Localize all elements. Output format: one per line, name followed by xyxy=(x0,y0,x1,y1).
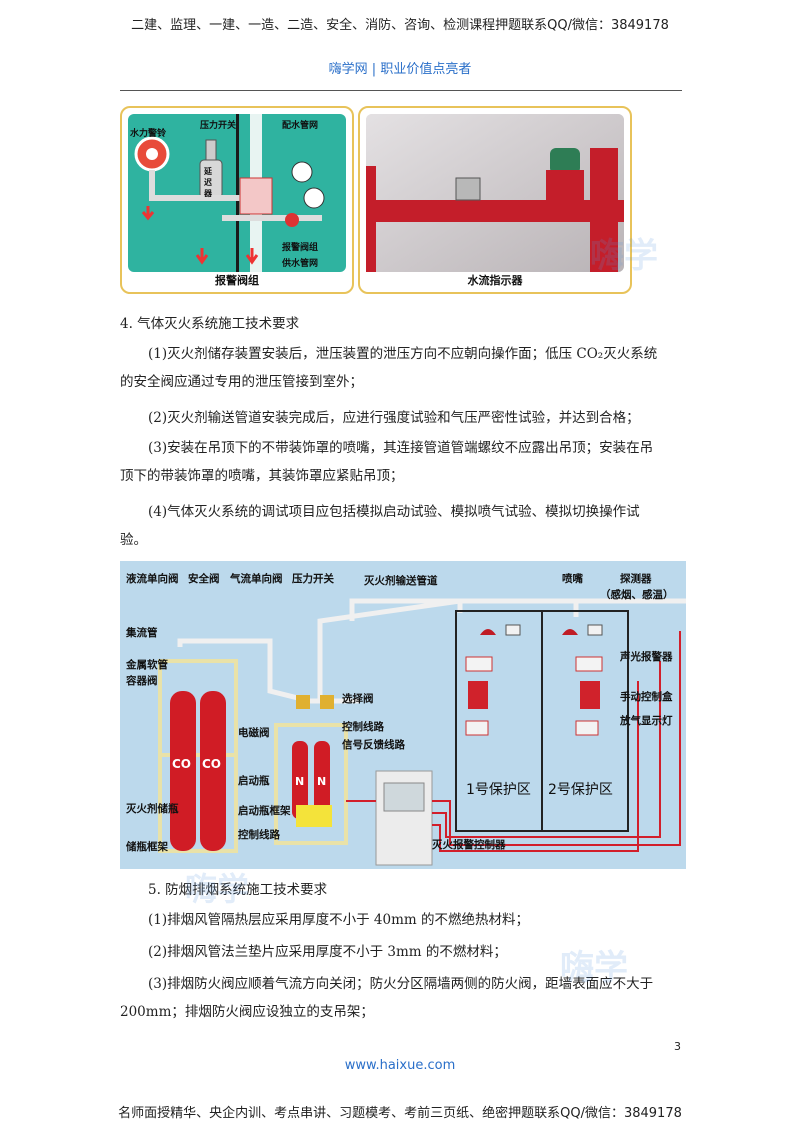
label-bell: 水力警铃 xyxy=(130,129,167,139)
alarm-valve-caption: 报警阀组 xyxy=(215,274,259,287)
water-flow-photo xyxy=(366,114,624,272)
n2-mark-1: N xyxy=(295,775,305,788)
alarm-valve-figure: 水力警铃 压力开关 配水管网 延迟器 报警阀组 供水管网 报警阀组 xyxy=(120,106,354,294)
page-number: 3 xyxy=(674,1040,681,1053)
gas-system-diagram: 液流单向阀 安全阀 气流单向阀 压力开关 灭火剂输送管道 喷嘴 探测器 （感烟、… xyxy=(120,561,686,869)
top-banner: 二建、监理、一建、一造、二造、安全、消防、咨询、检测课程押题联系QQ/微信：38… xyxy=(131,18,669,33)
section4-item4-line1: (4)气体灭火系统的调试项目应包括模拟启动试验、模拟喷气试验、模拟切换操作试 xyxy=(148,504,640,520)
zone-1-label: 1号保护区 xyxy=(466,782,531,798)
section4-item1-line2: 的安全阀应通过专用的泄压管接到室外； xyxy=(120,374,363,390)
label-liquid-check-valve: 液流单向阀 xyxy=(126,573,179,585)
section4-item1-line1: (1)灭火剂储存装置安装后，泄压装置的泄压方向不应朝向操作面；低压 CO₂灭火系… xyxy=(148,346,658,362)
label-alarm: 声光报警器 xyxy=(620,651,673,663)
label-detector: 探测器 xyxy=(620,573,652,585)
label-manual-box: 手动控制盒 xyxy=(620,691,673,703)
label-container-valve: 容器阀 xyxy=(126,675,158,687)
section4-item4-line2: 验。 xyxy=(120,532,147,548)
water-flow-caption: 水流指示器 xyxy=(467,274,523,287)
label-agent-pipe: 灭火剂输送管道 xyxy=(364,575,438,587)
section4-item3-line2: 顶下的带装饰罩的喷嘴，其装饰罩应紧贴吊顶； xyxy=(120,468,404,484)
label-storage-rack: 储瓶框架 xyxy=(126,841,168,853)
label-starter-bottle: 启动瓶 xyxy=(238,775,270,787)
bottom-banner: 名师面授精华、央企内训、考点串讲、习题模考、考前三页纸、绝密押题联系QQ/微信：… xyxy=(118,1106,682,1121)
section5-item3-line2: 200mm；排烟防火阀应设独立的支吊架； xyxy=(120,1004,374,1020)
zone-2-label: 2号保护区 xyxy=(548,782,613,798)
label-supply-top: 配水管网 xyxy=(282,121,319,131)
section4-item4: (4)气体灭火系统的调试项目应包括模拟启动试验、模拟喷气试验、模拟切换操作试 验… xyxy=(120,498,685,554)
label-manifold: 集流管 xyxy=(126,627,158,639)
site-url[interactable]: www.haixue.com xyxy=(344,1058,456,1073)
header-divider xyxy=(120,90,682,91)
label-valve-group: 报警阀组 xyxy=(282,243,319,253)
brand-slogan: 嗨学网 | 职业价值点亮者 xyxy=(328,62,472,77)
section5-item2-text: (2)排烟风管法兰垫片应采用厚度不小于 3mm 的不燃材料； xyxy=(148,944,507,960)
label-solenoid: 电磁阀 xyxy=(238,727,270,739)
section5-item2: (2)排烟风管法兰垫片应采用厚度不小于 3mm 的不燃材料； xyxy=(120,938,685,966)
label-starter-rack: 启动瓶框架 xyxy=(238,805,291,817)
label-delay: 延迟器 xyxy=(204,167,212,198)
label-gas-check-valve: 气流单向阀 xyxy=(230,573,283,585)
alarm-valve-illustration xyxy=(128,114,346,272)
label-pressure-switch-2: 压力开关 xyxy=(292,573,334,585)
n2-mark-2: N xyxy=(317,775,327,788)
label-safety-valve: 安全阀 xyxy=(188,573,220,585)
water-flow-figure: 水流指示器 xyxy=(358,106,632,294)
label-pressure-switch: 压力开关 xyxy=(200,121,237,131)
label-control-panel: 灭火报警控制器 xyxy=(432,839,506,851)
label-storage-bottle: 灭火剂储瓶 xyxy=(126,803,179,815)
section5-item3: (3)排烟防火阀应顺着气流方向关闭；防火分区隔墙两侧的防火阀，距墙表面应不大于 … xyxy=(120,970,685,1026)
section4-item2-text: (2)灭火剂输送管道安装完成后，应进行强度试验和气压严密性试验，并达到合格； xyxy=(148,410,640,426)
label-discharge-light: 放气显示灯 xyxy=(620,715,673,727)
section4-item3-line1: (3)安装在吊顶下的不带装饰罩的喷嘴，其连接管道管端螺纹不应露出吊顶；安装在吊 xyxy=(148,440,654,456)
label-metal-hose: 金属软管 xyxy=(126,659,168,671)
label-signal-line: 信号反馈线路 xyxy=(342,739,405,751)
section5-item1: (1)排烟风管隔热层应采用厚度不小于 40mm 的不燃绝热材料； xyxy=(120,906,685,934)
gas-system-drawing xyxy=(158,598,686,866)
label-supply-bottom: 供水管网 xyxy=(282,259,319,269)
co2-mark-1: CO xyxy=(172,757,192,771)
label-selector-valve: 选择阀 xyxy=(342,693,374,705)
section5-heading: 5. 防烟排烟系统施工技术要求 xyxy=(120,876,685,904)
section4-item1: (1)灭火剂储存装置安装后，泄压装置的泄压方向不应朝向操作面；低压 CO₂灭火系… xyxy=(120,340,685,396)
section5-item3-line1: (3)排烟防火阀应顺着气流方向关闭；防火分区隔墙两侧的防火阀，距墙表面应不大于 xyxy=(148,976,654,992)
section4-item2: (2)灭火剂输送管道安装完成后，应进行强度试验和气压严密性试验，并达到合格； xyxy=(120,404,685,432)
section4-item3: (3)安装在吊顶下的不带装饰罩的喷嘴，其连接管道管端螺纹不应露出吊顶；安装在吊 … xyxy=(120,434,685,490)
co2-mark-2: CO xyxy=(202,757,222,771)
label-detector-type: （感烟、感温） xyxy=(600,589,674,601)
label-nozzle: 喷嘴 xyxy=(562,573,583,585)
label-control-line-2: 控制线路 xyxy=(238,829,280,841)
section5-heading-text: 5. 防烟排烟系统施工技术要求 xyxy=(148,882,328,898)
section5-item1-text: (1)排烟风管隔热层应采用厚度不小于 40mm 的不燃绝热材料； xyxy=(148,912,529,928)
section4-heading: 4. 气体灭火系统施工技术要求 xyxy=(120,316,300,332)
label-control-line-1: 控制线路 xyxy=(342,721,384,733)
